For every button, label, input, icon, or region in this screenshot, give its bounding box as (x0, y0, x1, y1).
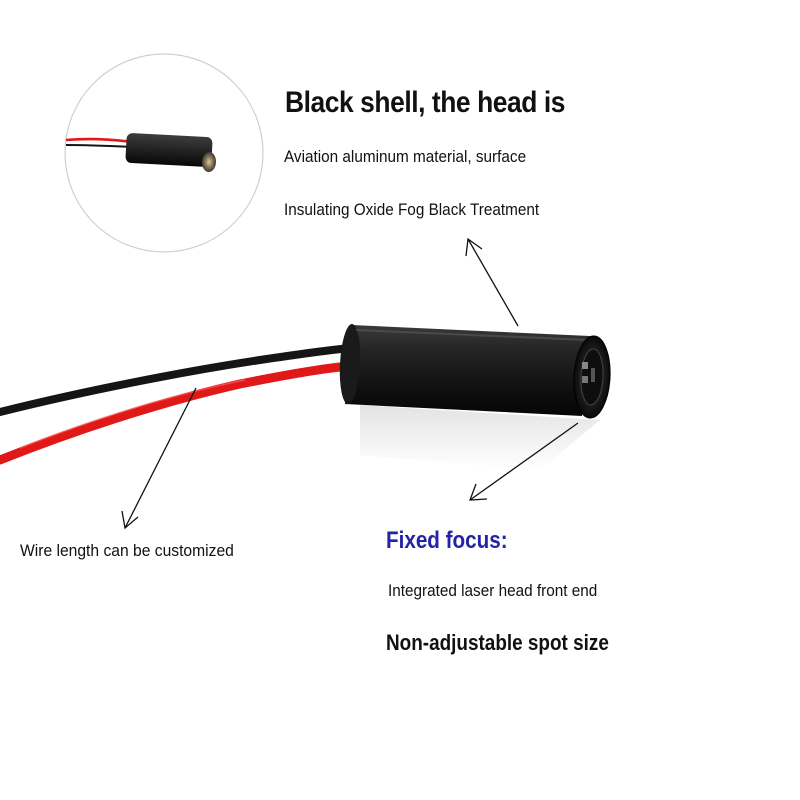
inset-thumbnail (64, 53, 264, 253)
shell-arrow (465, 237, 519, 327)
wire-length-note: Wire length can be customized (20, 541, 234, 560)
fixed-focus-detail-2: Non-adjustable spot size (386, 630, 609, 655)
fixed-focus-detail-1: Integrated laser head front end (388, 581, 598, 600)
wire-pair (0, 344, 355, 465)
shell-treatment-text: Insulating Oxide Fog Black Treatment (284, 200, 540, 219)
laser-module (339, 324, 611, 419)
focus-arrow (469, 422, 579, 501)
module-shadow (360, 405, 600, 470)
shell-material-text: Aviation aluminum material, surface (284, 147, 527, 166)
fixed-focus-heading: Fixed focus: (386, 527, 508, 554)
wire-arrow (121, 387, 197, 530)
shell-title: Black shell, the head is (285, 86, 565, 119)
